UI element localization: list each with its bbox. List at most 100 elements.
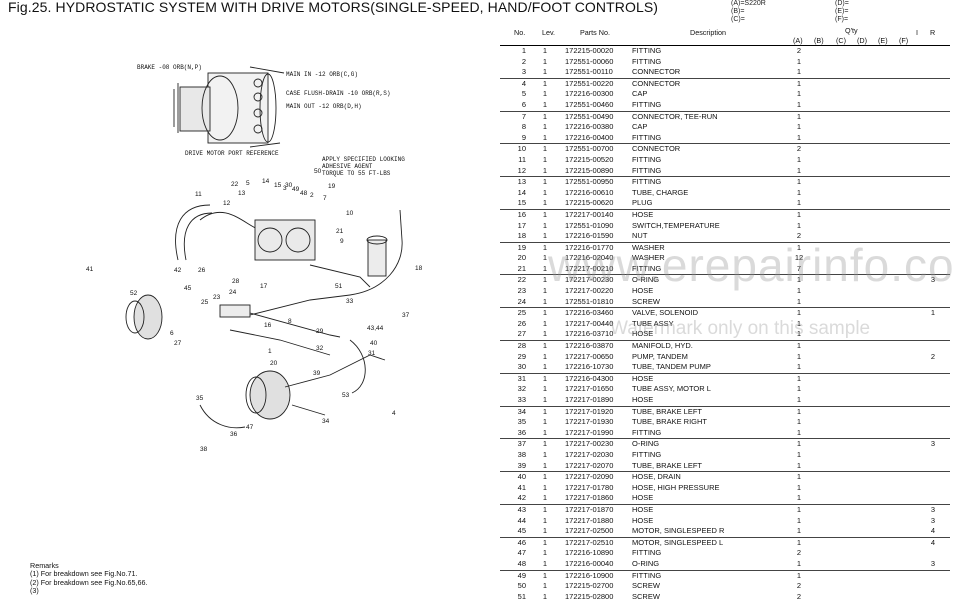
callout: 13 [238,190,246,197]
header-f: (F) [899,36,909,45]
cell-lev: 1 [542,296,548,306]
cell-pn: 172216-03460 [565,308,614,318]
cell-pn: 172215-00890 [565,165,614,175]
cell-a: 1 [796,460,802,470]
callout: 50 [314,168,322,175]
cell-a: 1 [796,449,802,459]
cell-r: 2 [930,351,936,361]
cell-lev: 1 [542,341,548,351]
cell-a: 1 [796,132,802,142]
cell-lev: 1 [542,263,548,273]
cell-lev: 1 [542,439,548,449]
cell-lev: 1 [542,122,548,132]
callout: 31 [368,350,376,357]
cell-lev: 1 [542,548,548,558]
cell-no: 10 [517,144,526,154]
cell-lev: 1 [542,165,548,175]
cell-pn: 172216-01770 [565,242,614,252]
model-key-e: (E)= [835,8,849,15]
cell-desc: FITTING [632,46,662,55]
callout: 23 [213,294,221,301]
header-e: (E) [878,36,888,45]
cell-a: 1 [796,308,802,318]
header-parts-no: Parts No. [580,28,610,37]
callout: 28 [232,278,240,285]
cell-no: 27 [517,329,526,339]
cell-lev: 1 [542,493,548,503]
cell-pn: 172217-02030 [565,449,614,459]
callout: 33 [346,298,354,305]
cell-no: 41 [517,482,526,492]
cell-no: 49 [517,570,526,580]
model-key-b: (B)= [731,8,745,15]
cell-a: 1 [796,427,802,437]
callout: 7 [323,195,327,202]
cell-a: 2 [796,231,802,241]
cell-desc: WASHER [632,242,665,252]
cell-desc: FITTING [632,99,662,109]
cell-desc: TUBE, BRAKE LEFT [632,460,703,470]
cell-a: 1 [796,526,802,536]
cell-desc: SWITCH,TEMPERATURE [632,220,720,230]
cell-lev: 1 [542,570,548,580]
cell-no: 15 [517,198,526,208]
callout: 26 [198,267,206,274]
cell-desc: CONNECTOR [632,78,681,88]
cell-a: 1 [796,165,802,175]
callout: 10 [346,210,354,217]
cell-a: 1 [796,439,802,449]
cell-desc: HOSE [632,504,654,514]
cell-pn: 172551-00220 [565,78,614,88]
note-line-3: TORQUE TO 55 FT-LBS [322,170,391,177]
callout: 3 [283,185,287,192]
cell-pn: 172216-10900 [565,570,614,580]
cell-a: 1 [796,504,802,514]
cell-lev: 1 [542,427,548,437]
cell-pn: 172551-00950 [565,177,614,187]
callout: 9 [340,238,344,245]
cell-lev: 1 [542,504,548,514]
cell-a: 2 [796,144,802,154]
cell-desc: O-RING [632,439,660,449]
callout: 16 [264,322,272,329]
cell-pn: 172217-01870 [565,504,614,514]
cell-no: 30 [517,362,526,372]
cell-a: 1 [796,111,802,121]
cell-a: 1 [796,99,802,109]
callout: 20 [270,360,278,367]
cell-no: 25 [517,308,526,318]
cell-desc: CONNECTOR, TEE-RUN [632,111,718,121]
cell-a: 1 [796,78,802,88]
note-line-2: ADHESIVE AGENT [322,163,373,170]
cell-lev: 1 [542,132,548,142]
cell-pn: 172215-02700 [565,581,614,591]
cell-pn: 172217-01920 [565,406,614,416]
cell-no: 46 [517,537,526,547]
cell-pn: 172216-04300 [565,373,614,383]
cell-lev: 1 [542,154,548,164]
cell-pn: 172551-00460 [565,99,614,109]
case-flush-port-label: CASE FLUSH-DRAIN -10 ORB(R,S) [286,90,390,97]
callout: 37 [402,312,410,319]
cell-no: 33 [517,395,526,404]
cell-pn: 172217-00440 [565,318,614,328]
cell-lev: 1 [542,253,548,263]
cell-no: 40 [517,472,526,482]
callout: 25 [201,299,209,306]
cell-desc: MANIFOLD, HYD. [632,341,693,351]
watermark-subtext: Watermark only on this sample [610,318,871,339]
callout: 38 [200,446,208,453]
